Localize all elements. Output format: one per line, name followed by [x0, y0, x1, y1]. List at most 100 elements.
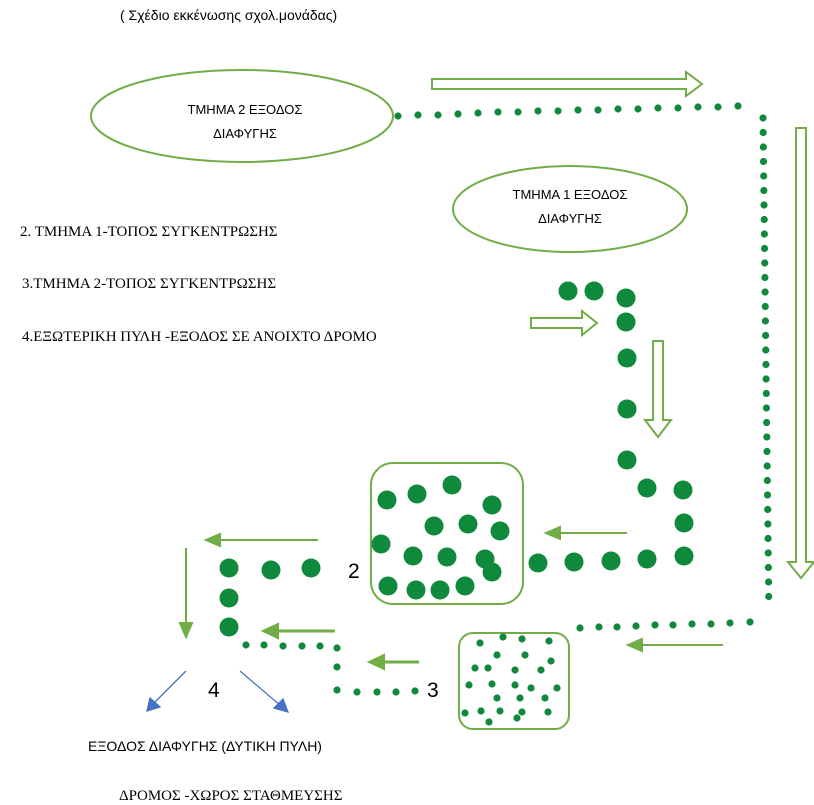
path-dot-small	[707, 620, 715, 628]
path-dot-small	[651, 621, 659, 629]
assembly-area-2	[370, 462, 524, 605]
crowd-dot-3	[516, 694, 524, 702]
path-dot-small	[595, 623, 603, 631]
path-dot-large	[674, 513, 694, 533]
path-dot-small	[316, 642, 324, 650]
crowd-dot-3	[496, 707, 504, 715]
path-dot-small	[761, 317, 770, 325]
label-4: 4	[208, 679, 220, 702]
crowd-dot-3	[499, 633, 507, 641]
path-dot-small	[434, 111, 442, 119]
path-dot-small	[763, 491, 772, 499]
crowd-dot-2	[424, 516, 444, 536]
path-dot-large	[261, 560, 281, 580]
path-dot-small	[763, 433, 771, 441]
section2-line1: ΤΜΗΜΑ 2 ΕΞΟΔΟΣ	[188, 102, 303, 117]
path-dot-small	[534, 107, 542, 115]
path-dot-large	[301, 558, 321, 578]
crowd-dot-3	[477, 707, 485, 715]
path-dot-small	[394, 112, 402, 120]
path-dot-large	[617, 399, 637, 419]
arrow-left-lower	[625, 637, 723, 653]
crowd-dot-3	[511, 666, 519, 674]
path-dot-small	[373, 688, 381, 696]
crowd-dot-3	[521, 651, 529, 659]
crowd-dot-3	[527, 684, 535, 692]
path-dot-small	[764, 520, 772, 528]
path-dot-large	[558, 281, 578, 301]
path-dot-small	[764, 505, 772, 514]
path-dot-large	[617, 348, 637, 368]
path-dot-small	[761, 259, 769, 267]
crowd-dot-3	[518, 708, 526, 716]
path-dot-small	[392, 688, 400, 696]
path-dot-large	[219, 558, 239, 578]
exit-arrow-right	[239, 670, 290, 713]
path-dot-small	[669, 621, 677, 629]
label-3: 3	[427, 679, 439, 702]
path-dot-small	[333, 686, 341, 694]
path-dot-small	[763, 476, 771, 485]
path-dot-large	[637, 549, 657, 569]
legend-item-4: 4.ΕΞΩΤΕΡΙΚΗ ΠΥΛΗ -ΕΞΟΔΟΣ ΣΕ ΑΝΟΙΧΤΟ ΔΡΟΜ…	[22, 329, 377, 345]
crowd-dot-3	[484, 664, 492, 672]
path-dot-small	[594, 106, 602, 114]
section1-node: ΤΜΗΜΑ 1 ΕΞΟΔΟΣ ΔΙΑΦΥΓΗΣ	[452, 165, 688, 253]
arrow-down-left	[178, 548, 194, 640]
road-text: ΔΡΟΜΟΣ -ΧΩΡΟΣ ΣΤΑΘΜΕΥΣΗΣ	[119, 788, 342, 804]
crowd-dot-2	[430, 580, 450, 600]
crowd-dot-2	[455, 576, 475, 596]
crowd-dot-2	[442, 475, 462, 495]
exit-arrow-left	[146, 670, 187, 712]
path-dot-small	[613, 623, 621, 631]
path-dot-small	[763, 447, 771, 456]
section2-line2: ΔΙΑΦΥΓΗΣ	[213, 126, 277, 141]
crowd-dot-3	[461, 709, 469, 717]
arrow-down-middle	[642, 340, 674, 439]
path-dot-small	[760, 244, 769, 253]
path-dot-small	[759, 128, 767, 137]
path-dot-small	[760, 201, 768, 209]
crowd-dot-3	[511, 681, 519, 689]
path-dot-small	[764, 563, 772, 572]
arrow-left-mid	[543, 525, 627, 541]
path-dot-small	[760, 215, 768, 224]
path-dot-small	[762, 404, 771, 412]
crowd-dot-2	[482, 562, 502, 582]
path-dot-small	[333, 644, 341, 652]
path-dot-small	[674, 104, 682, 112]
crowd-dot-2	[490, 521, 510, 541]
path-dot-small	[242, 641, 250, 649]
crowd-dot-3	[544, 708, 552, 716]
crowd-dot-2	[378, 576, 398, 596]
crowd-dot-3	[541, 694, 549, 702]
path-dot-small	[762, 389, 770, 398]
path-dot-small	[759, 114, 767, 122]
crowd-dot-3	[465, 681, 473, 689]
path-dot-small	[762, 331, 770, 340]
path-dot-small	[760, 230, 768, 238]
path-dot-small	[279, 642, 287, 650]
legend-item-2: 2. ΤΜΗΜΑ 1-ΤΟΠΟΣ ΣΥΓΚΕΝΤΡΩΣΗΣ	[20, 224, 278, 240]
section1-line2: ΔΙΑΦΥΓΗΣ	[538, 211, 602, 226]
path-dot-small	[759, 157, 768, 166]
crowd-dot-3	[518, 635, 526, 643]
path-dot-small	[414, 111, 422, 119]
legend-item-3: 3.ΤΜΗΜΑ 2-ΤΟΠΟΣ ΣΥΓΚΕΝΤΡΩΣΗΣ	[22, 276, 276, 292]
crowd-dot-3	[493, 651, 501, 659]
path-dot-small	[762, 375, 770, 383]
path-dot-small	[714, 103, 722, 111]
crowd-dot-3	[476, 639, 484, 647]
path-dot-small	[726, 619, 734, 627]
path-dot-small	[765, 592, 773, 601]
crowd-dot-3	[545, 637, 553, 645]
crowd-dot-2	[406, 580, 426, 600]
crowd-dot-2	[437, 547, 457, 567]
path-dot-small	[333, 663, 341, 671]
path-dot-small	[632, 622, 640, 630]
path-dot-small	[576, 624, 584, 632]
crowd-dot-3	[547, 657, 555, 665]
path-dot-large	[637, 478, 657, 498]
path-dot-small	[654, 104, 662, 112]
